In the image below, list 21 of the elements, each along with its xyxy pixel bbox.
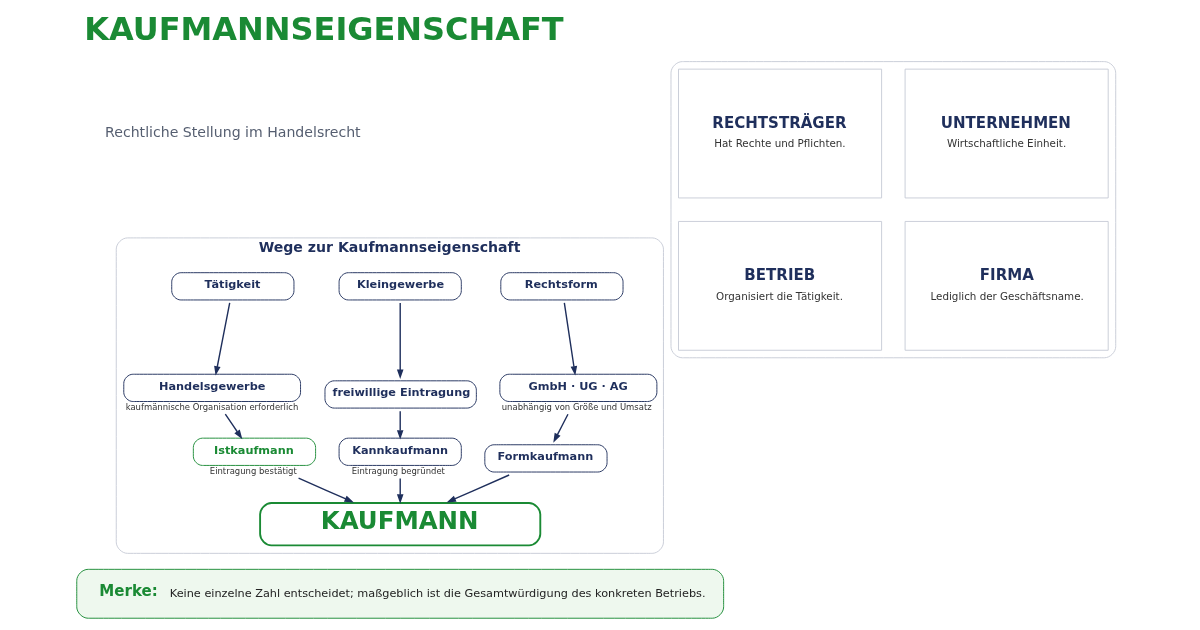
cluster bbox=[670, 61, 1117, 359]
arrow bbox=[396, 477, 404, 504]
arrow bbox=[214, 302, 231, 376]
node-label: kaufmännische Organisation erforderlich bbox=[125, 402, 299, 413]
node-box: FIRMA Lediglich der Geschäftsname. bbox=[904, 221, 1109, 351]
arrow bbox=[224, 413, 243, 440]
node-box: BETRIEB Organisiert die Tätigkeit. bbox=[678, 221, 883, 351]
node-box: UNTERNEHMEN Wirtschaftliche Einheit. bbox=[904, 68, 1109, 199]
node-box: RECHTSTRÄGER Hat Rechte und Pflichten. bbox=[678, 68, 883, 199]
arrow bbox=[297, 477, 354, 503]
arrow bbox=[396, 302, 404, 379]
arrow bbox=[446, 474, 510, 503]
node-label: unabhängig von Größe und Umsatz bbox=[501, 402, 652, 413]
arrow bbox=[396, 410, 404, 440]
node-box: Merke: Keine einzelne Zahl entscheidet; maßgeblich ist die Gesamtwürdigung des konkreten Betriebs. bbox=[76, 568, 725, 619]
diagram-title: KAUFMANNSEIGENSCHAFT bbox=[84, 10, 564, 49]
arrow bbox=[553, 413, 569, 443]
node-label: Eintragung begründet bbox=[351, 466, 445, 477]
label: Rechtliche Stellung im Handelsrecht bbox=[105, 123, 361, 140]
node-label: Eintragung bestätigt bbox=[209, 466, 297, 477]
arrow bbox=[563, 302, 578, 376]
